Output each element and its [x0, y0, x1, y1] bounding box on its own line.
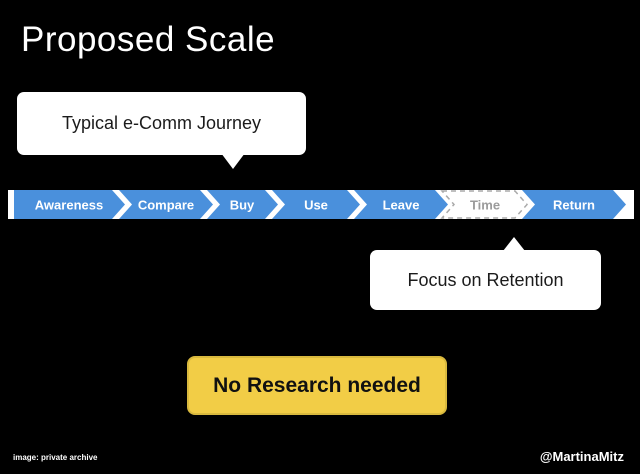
retention-callout: Focus on Retention	[370, 237, 601, 310]
stage-leave-shape	[354, 190, 448, 219]
retention-callout-label: Focus on Retention	[407, 269, 564, 290]
image-credit: image: private archive	[13, 453, 98, 462]
stage-awareness-shape	[14, 190, 125, 219]
stage-use-shape	[272, 190, 360, 219]
stage-buy-shape	[207, 190, 278, 219]
page-title: Proposed Scale	[21, 20, 276, 59]
stage-compare-label: Compare	[138, 198, 194, 213]
stage-return-shape	[522, 190, 626, 219]
retention-callout-tail	[503, 237, 525, 251]
stage-awareness-label: Awareness	[35, 198, 103, 213]
no-research-banner: No Research needed	[187, 356, 447, 415]
stage-compare-shape	[119, 190, 213, 219]
stage-buy-label: Buy	[230, 198, 255, 213]
journey-bar: Awareness Compare Buy Use Leave Time Ret…	[8, 190, 634, 219]
stage-use-label: Use	[304, 198, 328, 213]
no-research-banner-label: No Research needed	[213, 373, 421, 397]
journey-callout-tail	[221, 153, 245, 169]
journey-callout: Typical e-Comm Journey	[17, 92, 306, 169]
stage-return-label: Return	[553, 198, 595, 213]
journey-callout-label: Typical e-Comm Journey	[61, 113, 262, 133]
stage-time-label: Time	[470, 198, 500, 213]
author-handle: @MartinaMitz	[539, 449, 624, 464]
stage-leave-label: Leave	[383, 198, 420, 213]
stage-time-shape	[440, 190, 529, 219]
